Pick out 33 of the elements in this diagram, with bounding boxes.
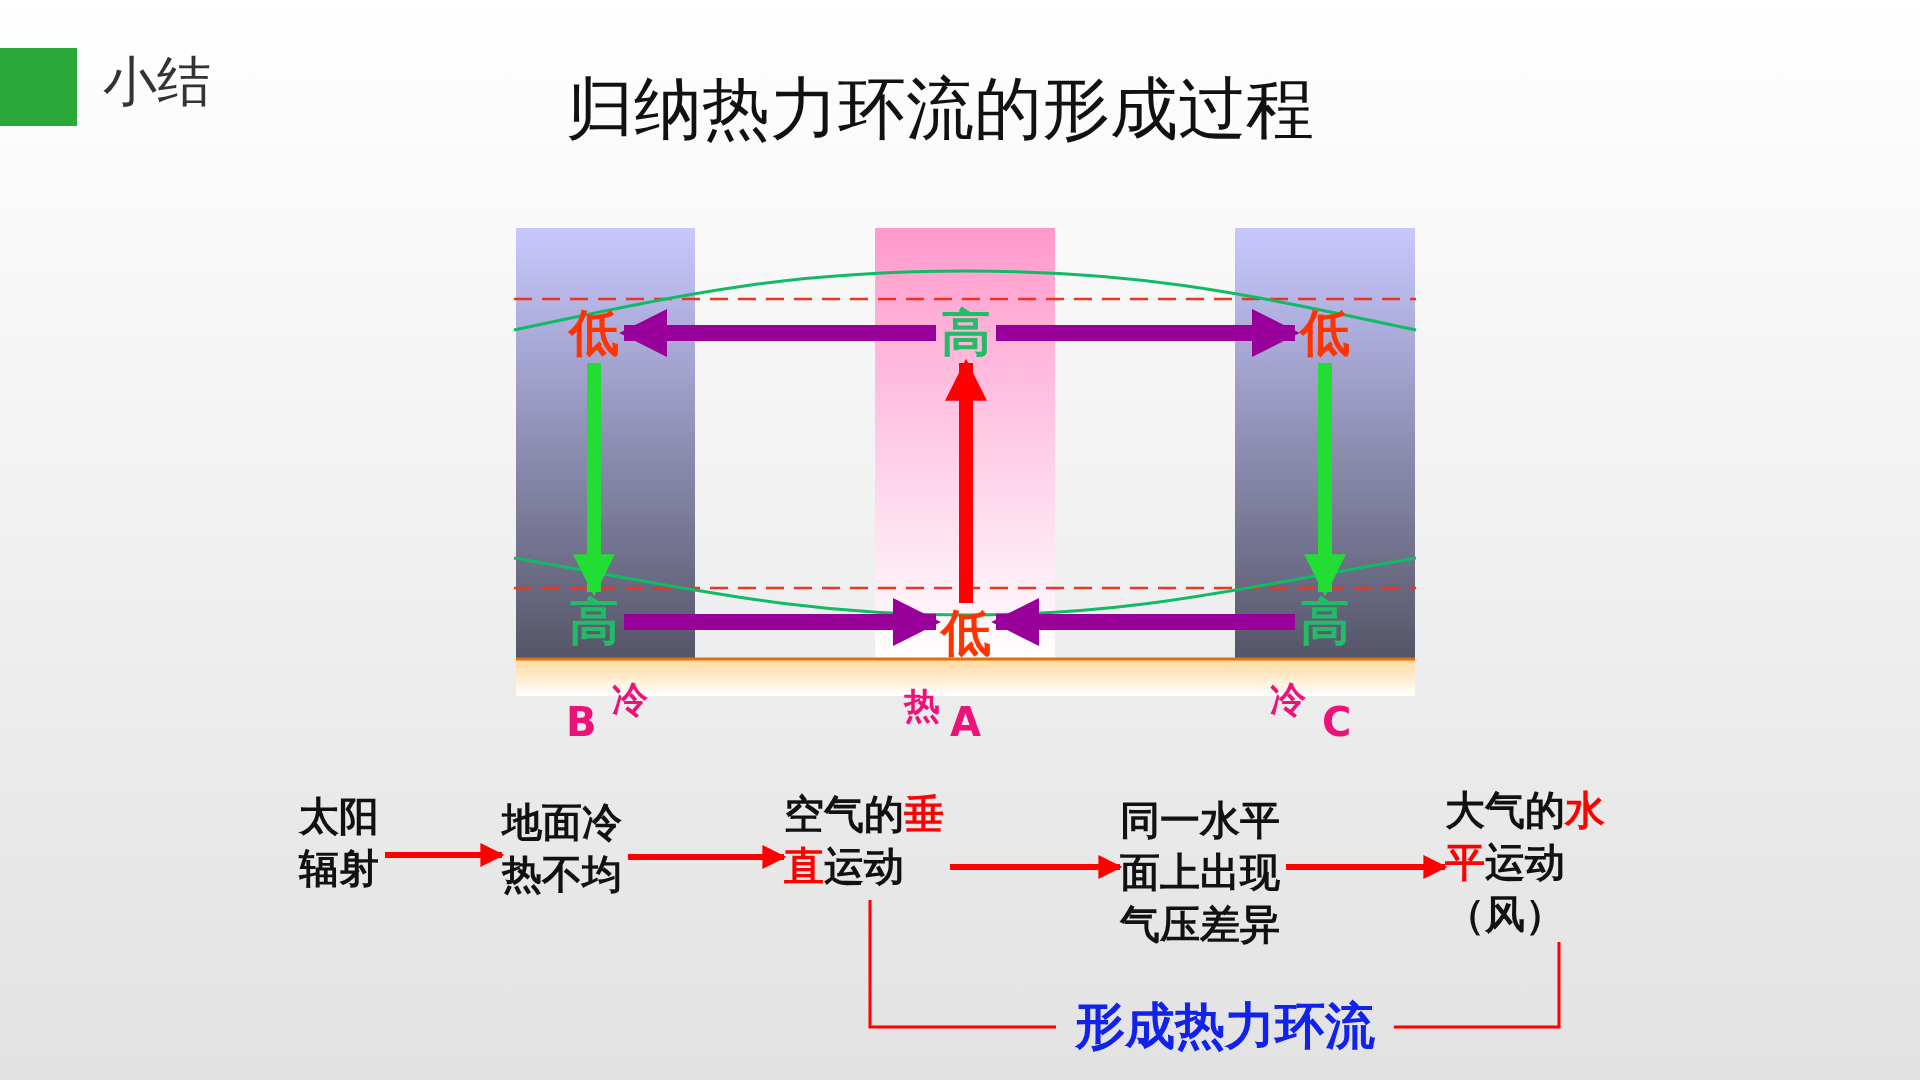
arrow [945, 358, 987, 603]
pressure-label: 高 [936, 303, 996, 363]
section-heading: 小结 [103, 50, 211, 115]
result-text: 形成热力环流 [1056, 996, 1394, 1058]
pressure-label: 高 [1295, 592, 1355, 652]
point-label: C [1322, 698, 1352, 746]
arrow [624, 598, 941, 646]
arrow [619, 309, 936, 357]
pressure-label: 低 [564, 303, 624, 363]
arrow [1286, 855, 1448, 879]
connector-line [868, 900, 1056, 1029]
temperature-label: 冷 [1270, 678, 1306, 722]
arrow [573, 363, 615, 597]
temperature-label: 热 [904, 684, 940, 728]
pressure-label: 低 [1295, 303, 1355, 363]
arrow [628, 845, 787, 869]
step-text: 大气的水平运动（风） [1445, 784, 1611, 954]
pressure-label: 高 [564, 592, 624, 652]
point-label: B [566, 698, 597, 746]
step-text: 同一水平面上出现气压差异 [1120, 794, 1286, 962]
step-text: 地面冷热不均 [502, 796, 628, 906]
step-text: 空气的垂直运动 [784, 788, 950, 900]
temperature-label: 冷 [612, 678, 648, 722]
title: 归纳热力环流的形成过程 [565, 68, 1315, 150]
arrow [991, 598, 1295, 646]
arrow [385, 843, 505, 867]
connector-line [1394, 942, 1561, 1029]
arrow [950, 855, 1123, 879]
arrow [996, 309, 1300, 357]
arrow [1304, 363, 1346, 597]
pressure-label: 低 [936, 603, 996, 663]
step-text: 太阳辐射 [299, 790, 385, 900]
point-label: A [950, 698, 981, 746]
